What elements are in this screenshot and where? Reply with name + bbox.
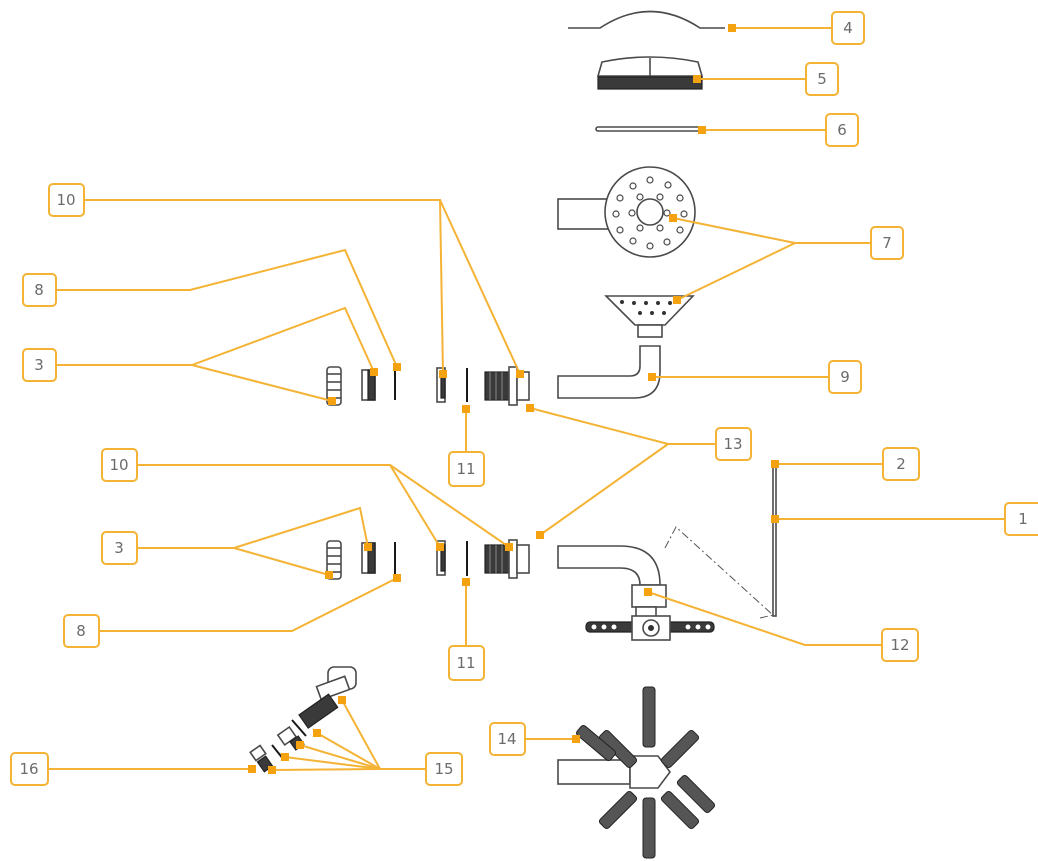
part-5-cap	[596, 56, 704, 90]
callout-2-text: 2	[896, 455, 906, 473]
upper-fittings	[326, 366, 530, 406]
part-12-valve-assembly	[557, 545, 715, 641]
callout-1: 1	[1004, 502, 1038, 536]
callout-3-lower: 3	[101, 531, 138, 565]
leader-dots	[248, 24, 779, 774]
part-14-manifold	[557, 686, 716, 859]
callout-13: 13	[715, 427, 752, 461]
callout-6: 6	[825, 113, 859, 147]
callout-15: 15	[425, 752, 463, 786]
callout-4: 4	[831, 11, 865, 45]
callout-11-lower-text: 11	[456, 654, 475, 672]
callout-9: 9	[828, 360, 862, 394]
callout-11-upper-text: 11	[456, 460, 475, 478]
callout-12: 12	[881, 628, 919, 662]
part-7-funnel	[604, 295, 695, 338]
callout-3-upper-text: 3	[34, 356, 44, 374]
callout-9-text: 9	[840, 368, 850, 386]
callout-15-text: 15	[434, 760, 453, 778]
callout-14-text: 14	[497, 730, 516, 748]
callout-3-lower-text: 3	[114, 539, 124, 557]
dash-dot-guide	[664, 526, 775, 619]
callout-14: 14	[489, 722, 526, 756]
callout-10-upper: 10	[48, 183, 85, 217]
lower-fittings	[326, 539, 530, 580]
callout-16: 16	[10, 752, 49, 786]
leader-lines	[48, 27, 1005, 771]
callout-16-text: 16	[19, 760, 38, 778]
part-6-rod	[595, 126, 701, 132]
parts-drawing	[249, 10, 777, 859]
callout-8-lower: 8	[63, 614, 100, 648]
part-4-strap	[568, 10, 725, 29]
callout-3-upper: 3	[22, 348, 57, 382]
callout-10-lower-text: 10	[109, 456, 128, 474]
callout-7-text: 7	[882, 234, 892, 252]
callout-4-text: 4	[843, 19, 853, 37]
callout-8-upper: 8	[22, 273, 57, 307]
callout-2: 2	[882, 447, 920, 481]
callout-8-upper-text: 8	[34, 281, 44, 299]
callout-11-lower: 11	[448, 645, 485, 681]
callout-8-lower-text: 8	[76, 622, 86, 640]
callout-12-text: 12	[890, 636, 909, 654]
callout-5-text: 5	[817, 70, 827, 88]
callout-13-text: 13	[723, 435, 742, 453]
callout-10-lower: 10	[101, 448, 138, 482]
callout-5: 5	[805, 62, 839, 96]
part-7-disc	[557, 166, 696, 258]
callout-10-upper-text: 10	[56, 191, 75, 209]
callout-11-upper: 11	[448, 451, 485, 487]
callout-7: 7	[870, 226, 904, 260]
part-1-rod	[772, 461, 777, 617]
part-9-elbow	[557, 345, 661, 399]
callout-1-text: 1	[1018, 510, 1028, 528]
callout-6-text: 6	[837, 121, 847, 139]
